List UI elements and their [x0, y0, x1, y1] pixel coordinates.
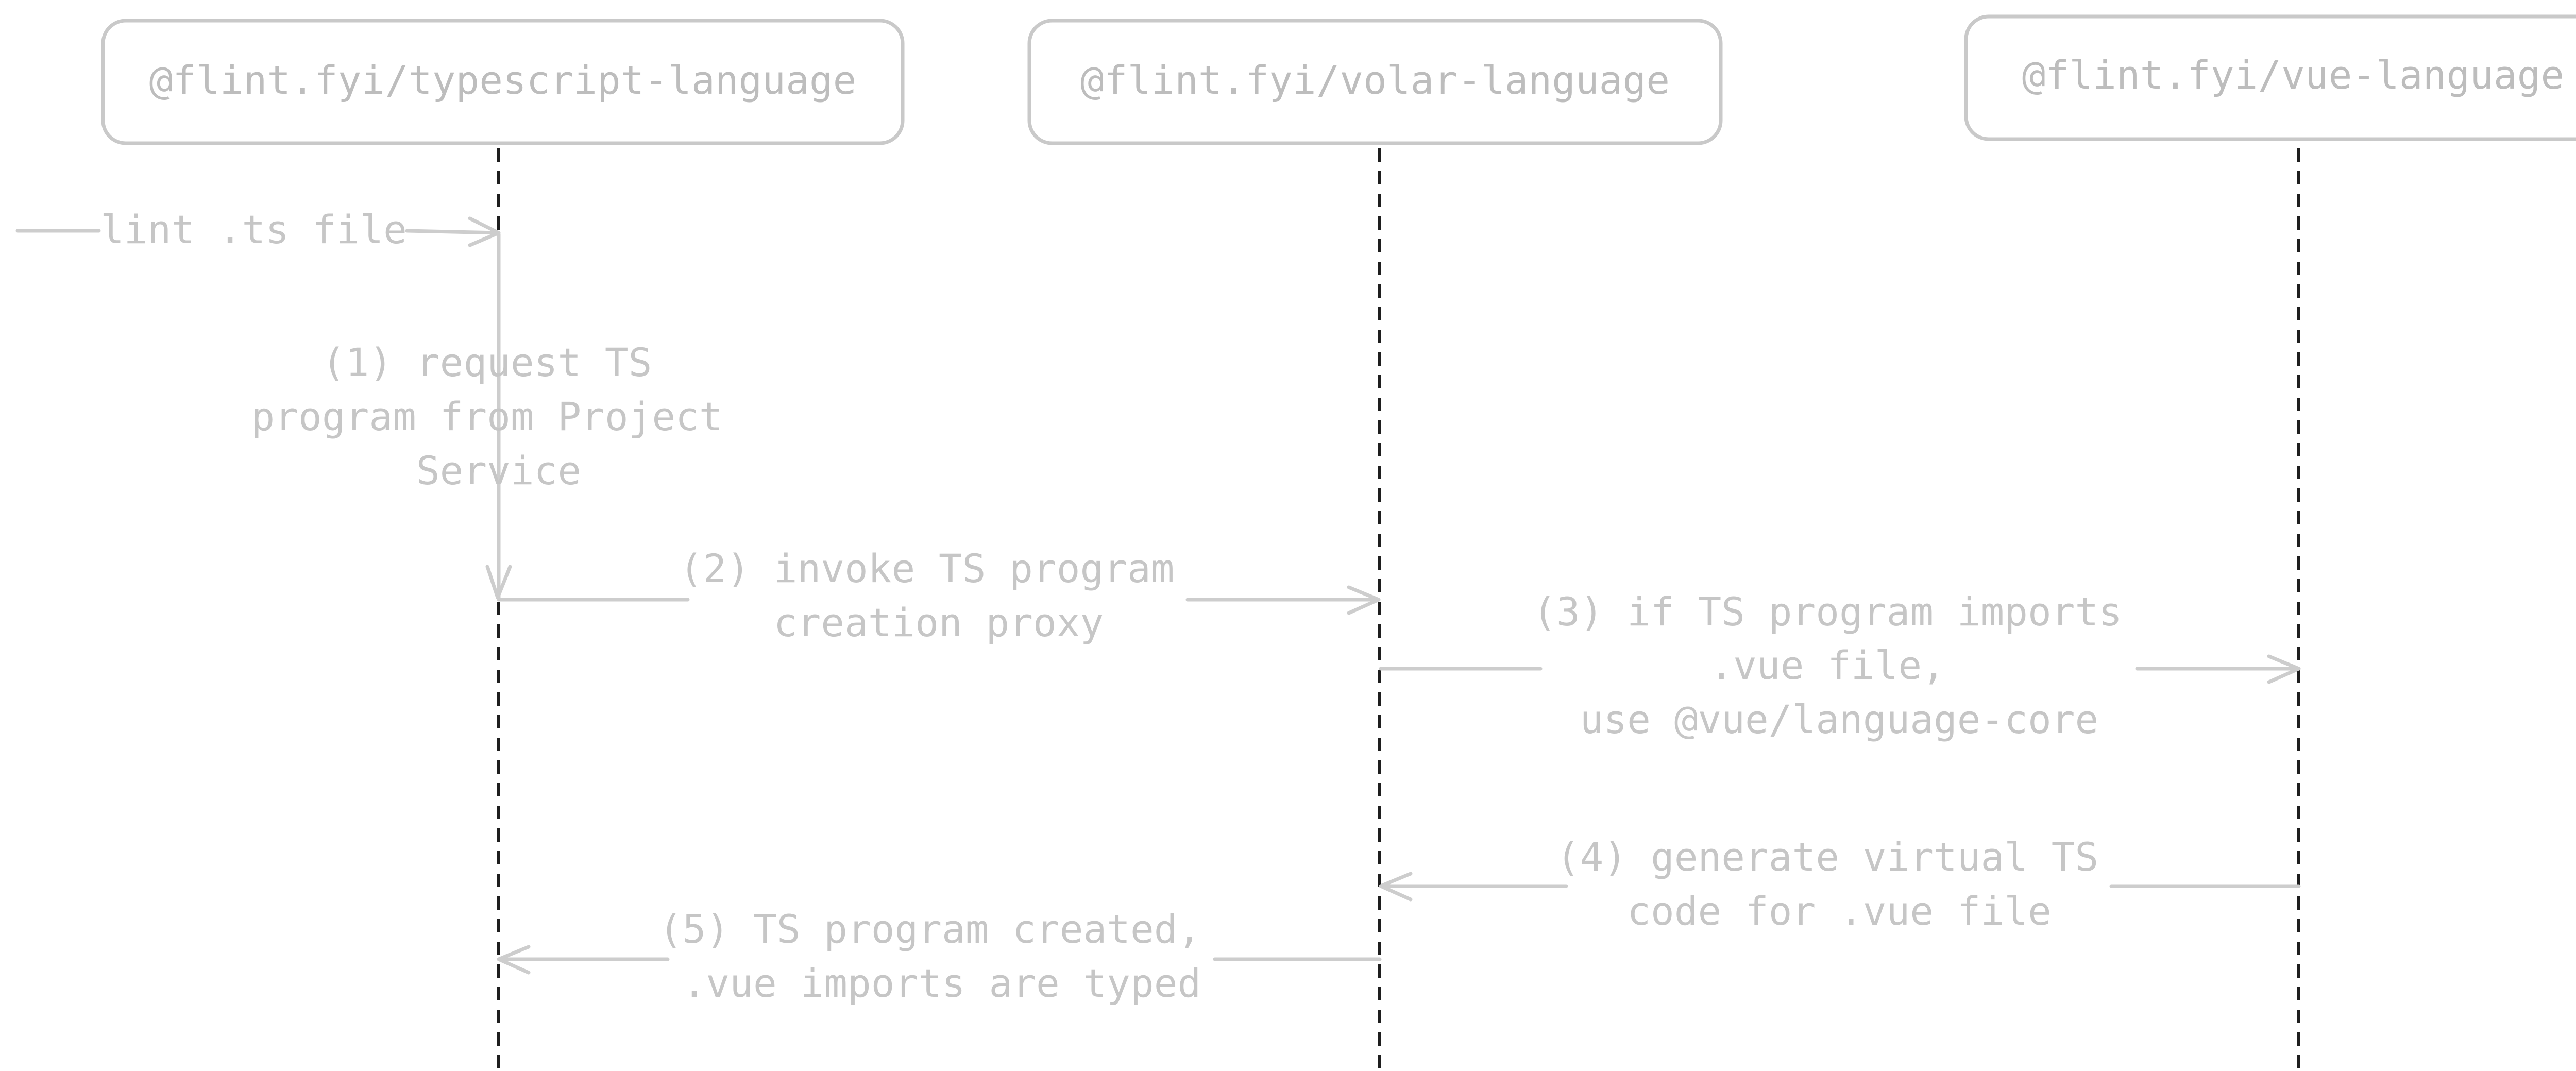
message-label: lint .ts file: [100, 207, 407, 252]
message-label: (4) generate virtual TS code for .vue fi…: [1556, 834, 2122, 934]
participant-label: @flint.fyi/vue-language: [2022, 52, 2564, 98]
participant-volar-language: @flint.fyi/volar-language: [1027, 19, 1723, 145]
participant-typescript-language: @flint.fyi/typescript-language: [101, 19, 905, 145]
message-program-created: (5) TS program created, .vue imports are…: [497, 906, 1382, 1006]
message-request-ts-program: (1) request TS program from Project Serv…: [251, 232, 747, 600]
message-vue-language-core: (3) if TS program imports .vue file, use…: [1379, 589, 2301, 742]
message-label: (3) if TS program imports .vue file, use…: [1533, 589, 2146, 742]
arrowhead-icon: [2267, 654, 2301, 684]
arrowhead-icon: [497, 945, 531, 975]
arrowhead-icon: [1347, 585, 1381, 615]
message-generate-virtual-code: (4) generate virtual TS code for .vue fi…: [1379, 834, 2301, 934]
message-lint-ts-file: lint .ts file: [15, 207, 501, 252]
message-arrow: [405, 229, 501, 235]
message-label: (5) TS program created, .vue imports are…: [659, 906, 1225, 1006]
message-invoke-creation-proxy: (2) invoke TS program creation proxy: [497, 546, 1381, 645]
participant-label: @flint.fyi/volar-language: [1080, 57, 1670, 103]
message-label: (2) invoke TS program creation proxy: [680, 546, 1198, 645]
message-label: (1) request TS program from Project Serv…: [251, 339, 747, 494]
arrowhead-icon: [485, 565, 512, 600]
participant-label: @flint.fyi/typescript-language: [149, 57, 857, 103]
participant-vue-language: @flint.fyi/vue-language: [1964, 14, 2576, 141]
arrowhead-icon: [1379, 872, 1413, 902]
